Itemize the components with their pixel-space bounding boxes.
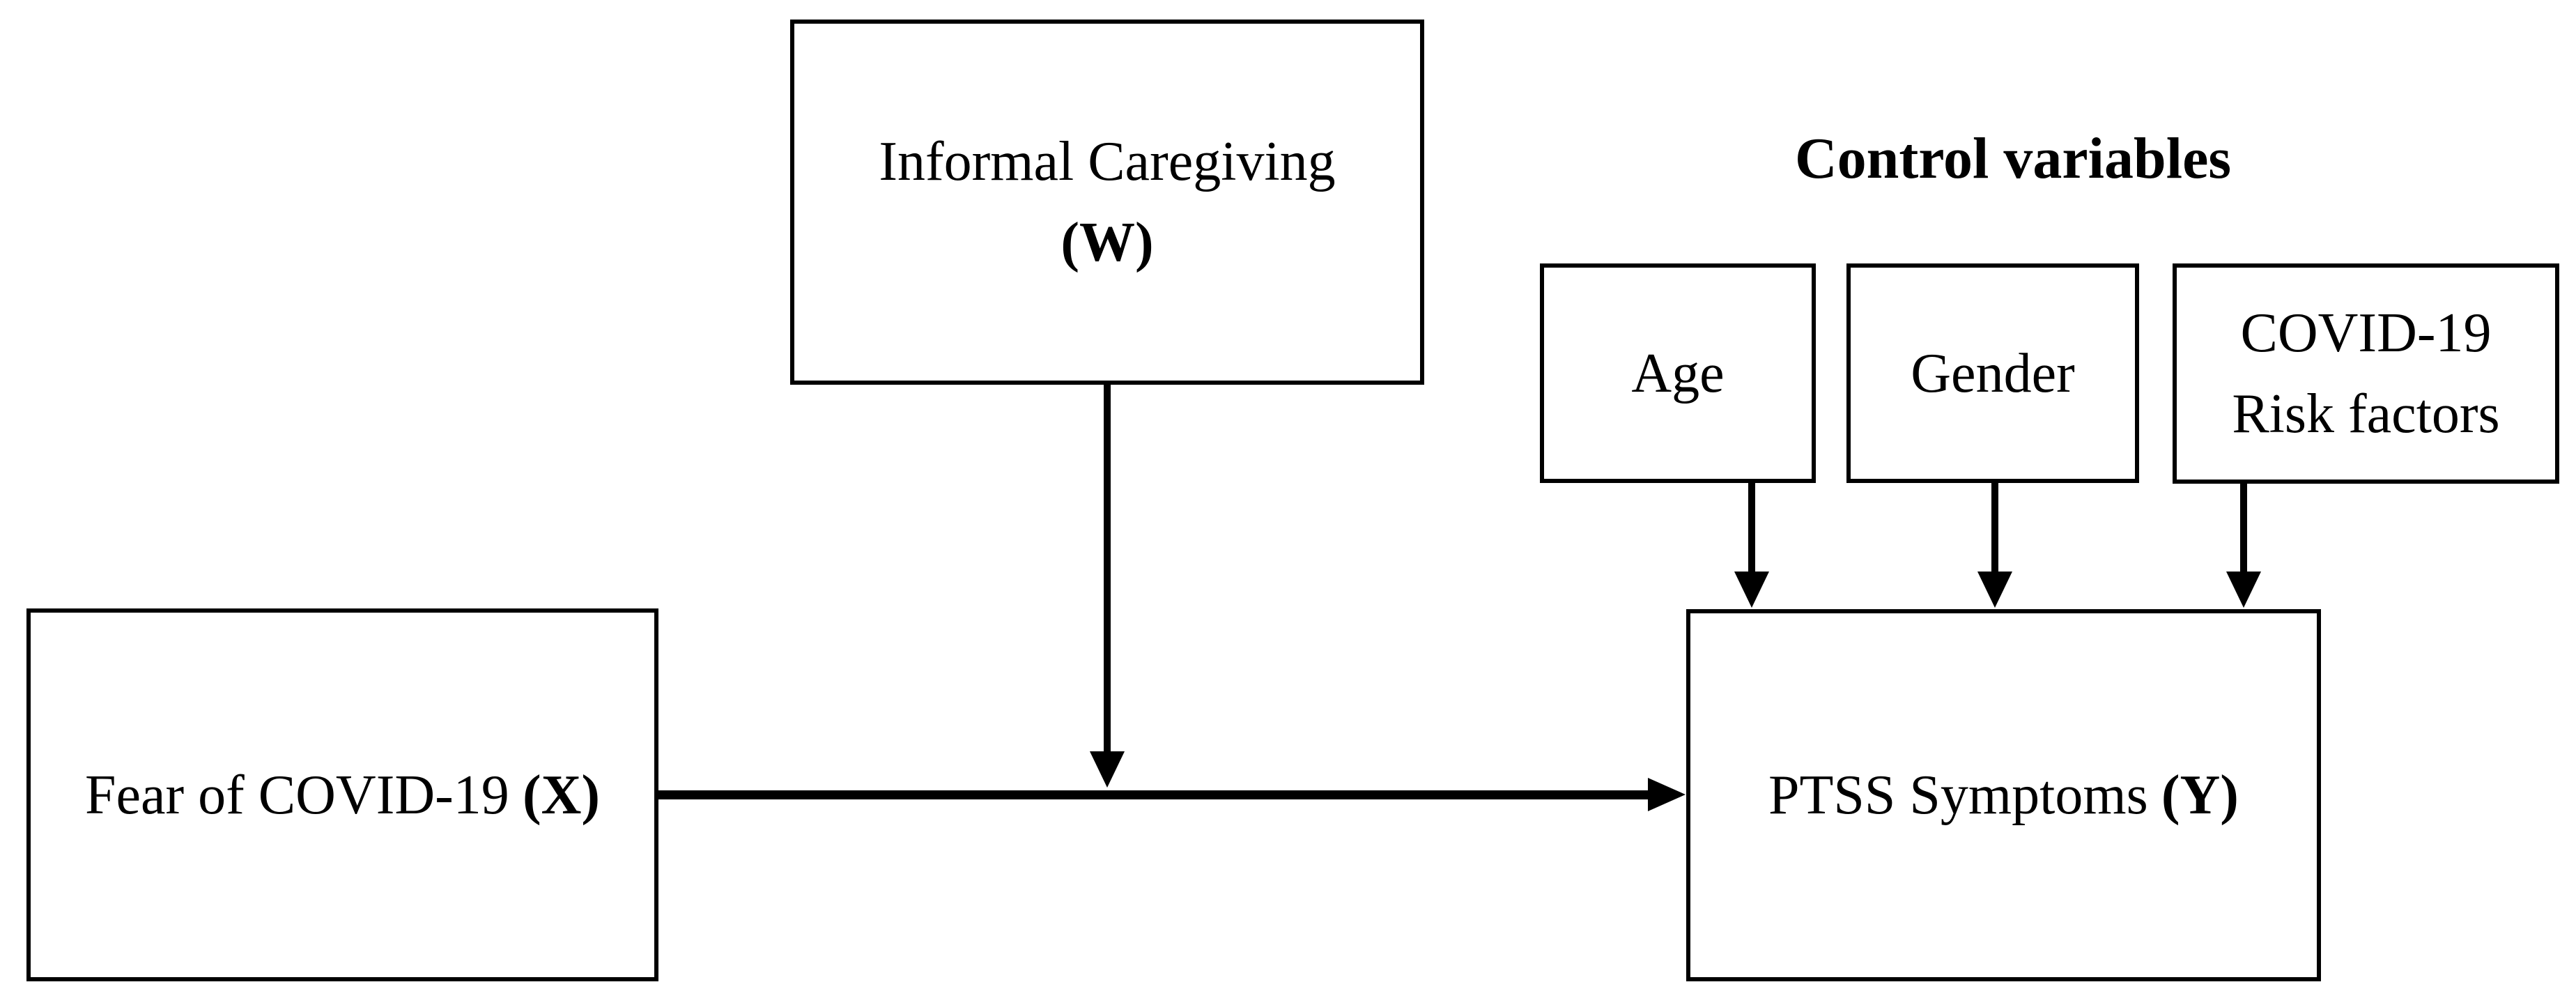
moderator-arrowhead-down-icon — [1090, 751, 1125, 788]
covid-risk-arrow-stem — [2240, 483, 2247, 573]
ptss-symptoms-node: PTSS Symptoms (Y) — [1686, 609, 2321, 981]
gender-arrowhead-down-icon — [1977, 572, 2012, 608]
control-variables-heading: Control variables — [1794, 126, 2232, 191]
informal-caregiving-code: (W) — [1061, 212, 1154, 273]
age-arrow-stem — [1748, 483, 1755, 573]
age-label: Age — [1631, 342, 1725, 404]
covid-risk-arrowhead-down-icon — [2226, 572, 2261, 608]
informal-caregiving-label: Informal Caregiving — [879, 131, 1336, 192]
fear-of-covid-code: (X) — [522, 764, 600, 826]
gender-arrow-stem — [1991, 483, 1998, 573]
ptss-symptoms-code: (Y) — [2161, 765, 2239, 826]
moderator-arrow-stem — [1104, 385, 1111, 753]
ptss-symptoms-label: PTSS Symptoms — [1768, 765, 2148, 826]
covid-risk-factors-line1: COVID-19 — [2240, 302, 2492, 364]
age-arrowhead-down-icon — [1734, 572, 1769, 608]
main-effect-arrowhead-right-icon — [1648, 778, 1686, 811]
main-effect-arrow-stem — [658, 790, 1651, 799]
gender-node: Gender — [1846, 263, 2139, 483]
informal-caregiving-node: Informal Caregiving (W) — [790, 20, 1424, 385]
gender-label: Gender — [1911, 342, 2075, 404]
covid-risk-factors-node: COVID-19 Risk factors — [2173, 263, 2559, 484]
fear-of-covid-label: Fear of COVID-19 — [85, 764, 509, 826]
covid-risk-factors-line2: Risk factors — [2232, 383, 2500, 445]
age-node: Age — [1540, 263, 1816, 483]
fear-of-covid-node: Fear of COVID-19 (X) — [26, 608, 658, 981]
